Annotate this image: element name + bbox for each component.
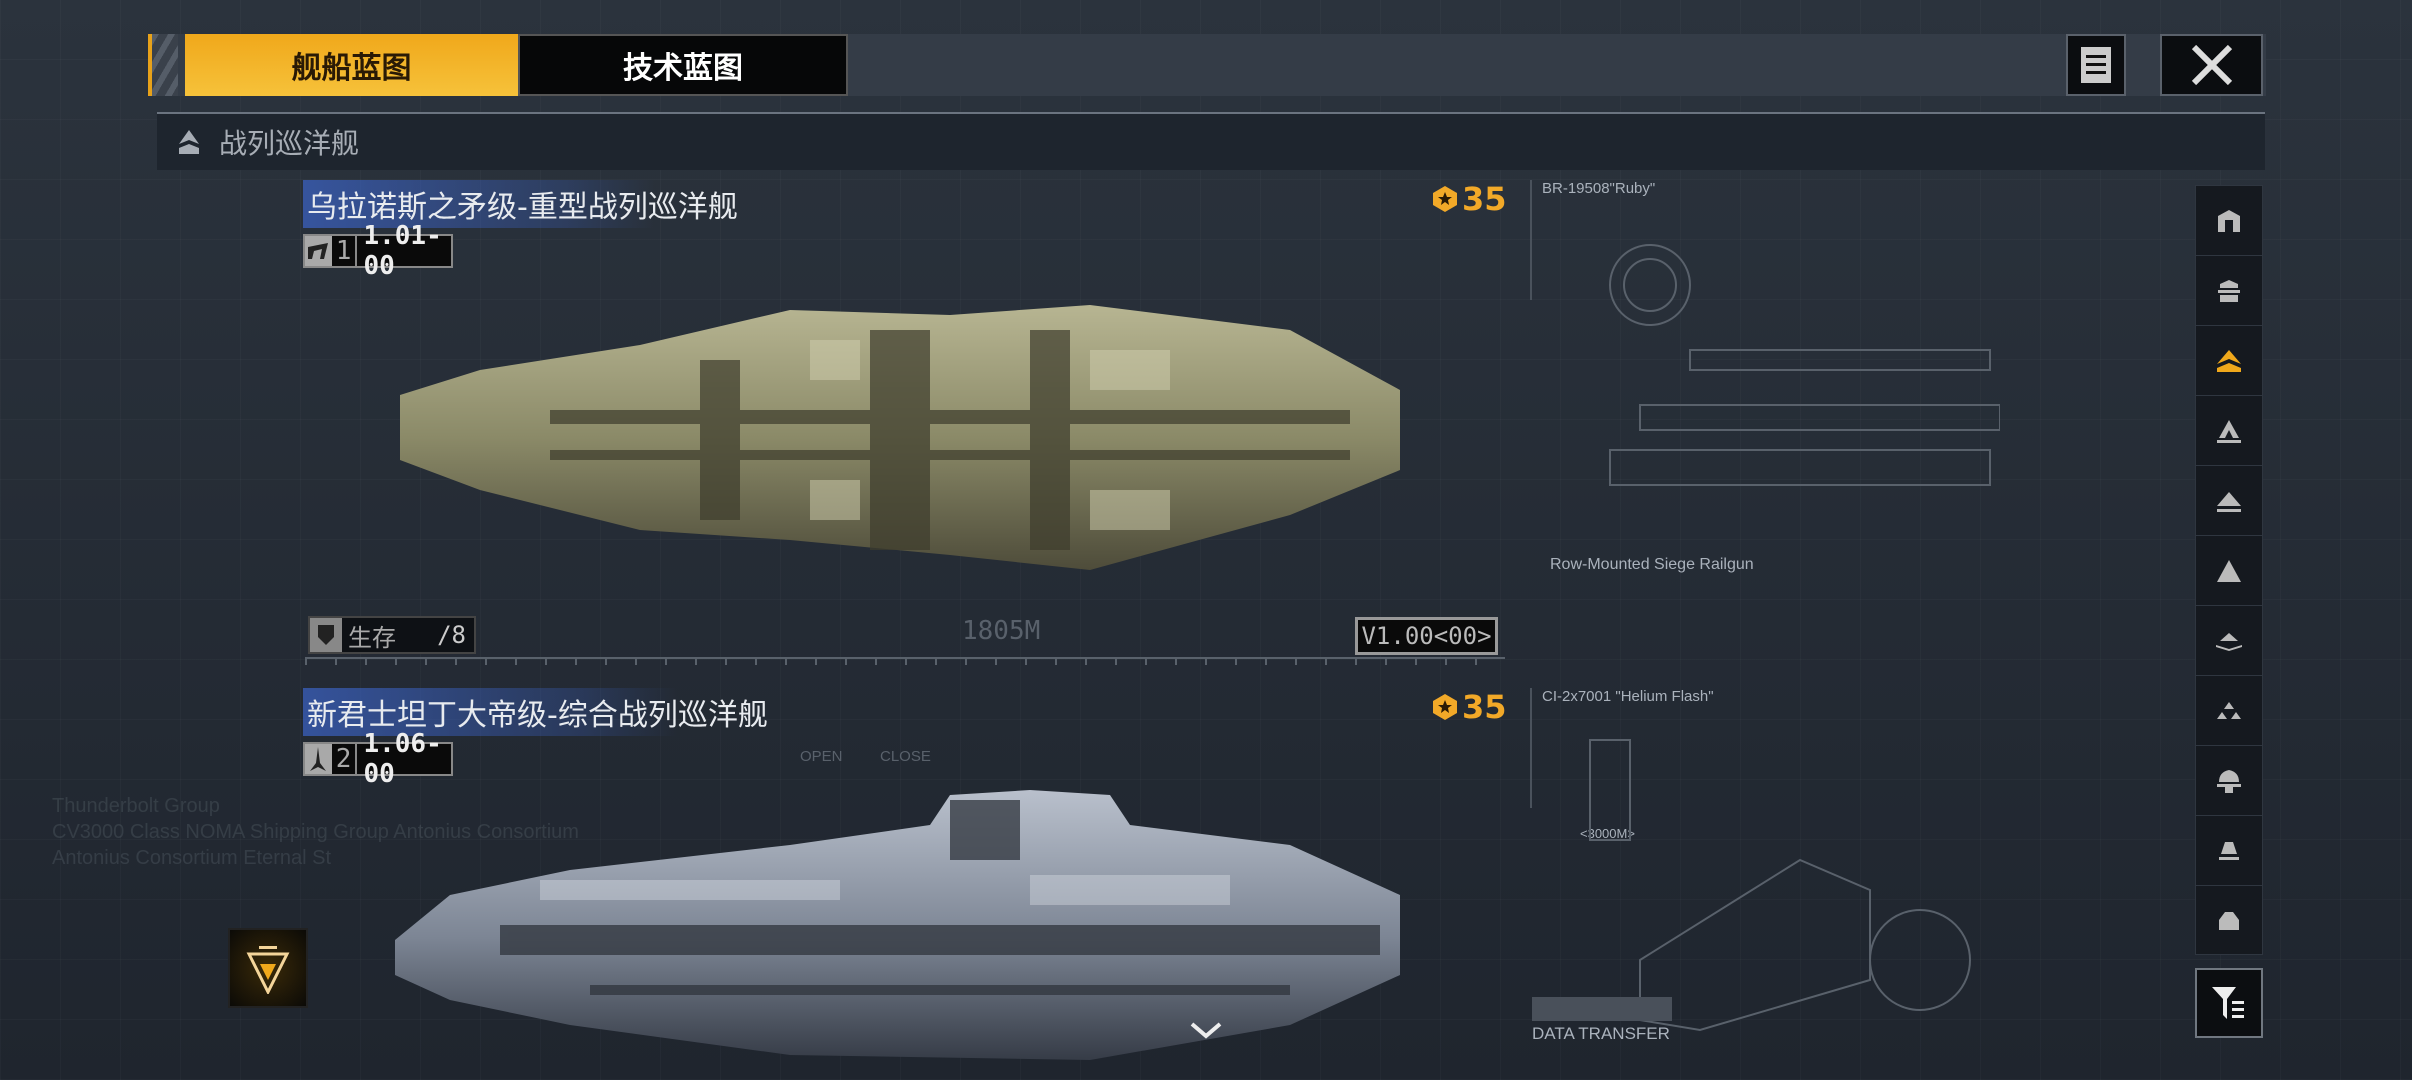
- sidebar-item-fighter-squadron[interactable]: [2196, 676, 2262, 746]
- role-count: /8: [437, 621, 466, 649]
- filter-icon: [2212, 987, 2244, 1019]
- fighter-squadron-icon: [2217, 701, 2241, 719]
- length-ruler: [305, 657, 1505, 665]
- tab-tech-blueprints[interactable]: 技术蓝图: [518, 34, 848, 96]
- faction-icon: [305, 744, 332, 774]
- cost-value: 35: [1462, 688, 1507, 726]
- fleet-indicator-button[interactable]: [228, 928, 308, 1008]
- ship-image-constantine[interactable]: [390, 785, 1410, 1065]
- sidebar-item-carrier[interactable]: [2196, 186, 2262, 256]
- filter-button[interactable]: [2195, 968, 2263, 1038]
- document-icon: [2081, 47, 2111, 83]
- weapon-schematic-2: [1589, 739, 1971, 1032]
- ship-card-2[interactable]: 新君士坦丁大帝级-综合战列巡洋舰 2 1.06-00: [303, 688, 772, 789]
- section-header: 战列巡洋舰: [157, 112, 2265, 170]
- ship-version-badge: 1 1.01-00: [303, 221, 453, 281]
- frigate-icon: [2217, 559, 2241, 582]
- ship-version: 1.01-00: [357, 221, 451, 281]
- command-point-icon: [1433, 694, 1457, 720]
- sidebar-item-frigate-carrier[interactable]: [2196, 256, 2262, 326]
- base-icon: [2219, 912, 2239, 930]
- ship-cost: 35: [1432, 180, 1507, 218]
- role-indicator: 生存 /8: [308, 616, 476, 654]
- sidebar-item-destroyer[interactable]: [2196, 466, 2262, 536]
- data-transfer-label: DATA TRANSFER: [1532, 1024, 1670, 1043]
- close-label: CLOSE: [880, 748, 931, 765]
- role-label: 生存: [348, 623, 396, 652]
- destroyer-icon: [2217, 491, 2241, 512]
- carrier-icon: [2218, 209, 2240, 232]
- command-point-icon: [1433, 186, 1457, 212]
- battlecruiser-icon: [179, 130, 199, 154]
- bg-text-line: CV3000 Class NOMA Shipping Group Antoniu…: [52, 821, 579, 843]
- ship-name: 新君士坦丁大帝级-综合战列巡洋舰: [303, 688, 772, 736]
- blueprint-version: V1.00<00>: [1355, 617, 1498, 655]
- document-button[interactable]: [2066, 34, 2126, 96]
- utility-icon: [2219, 841, 2239, 860]
- sidebar-item-auxiliary[interactable]: [2196, 746, 2262, 816]
- faction-icon: [305, 236, 332, 266]
- triangle-emblem-icon: [246, 946, 290, 994]
- close-button[interactable]: [2160, 34, 2263, 96]
- ship-version: 1.06-00: [357, 729, 451, 789]
- ship-version-badge: 2 1.06-00: [303, 729, 453, 789]
- bg-text-line: Antonius Consortium Eternal St: [52, 847, 332, 869]
- ship-length: 1805M: [962, 616, 1041, 646]
- weapon-blueprint-1: BR-19508"Ruby": [1530, 180, 1655, 300]
- cruiser-icon: [2217, 419, 2241, 443]
- ship-type-sidebar: [2195, 185, 2263, 955]
- ship-card-1[interactable]: 乌拉诺斯之矛级-重型战列巡洋舰 1 1.01-00: [303, 180, 742, 281]
- sidebar-item-base[interactable]: [2196, 886, 2262, 956]
- close-icon: [2191, 45, 2232, 85]
- weapon-schematic-1: [1609, 244, 2000, 486]
- weapon-name: Row-Mounted Siege Railgun: [1550, 556, 1754, 573]
- sidebar-item-battlecruiser[interactable]: [2196, 326, 2262, 396]
- weapon-code: BR-19508"Ruby": [1542, 180, 1656, 197]
- data-transfer-graph: [1532, 997, 1672, 1021]
- ship-tier: 1: [331, 236, 358, 266]
- battlecruiser-icon: [2217, 349, 2241, 372]
- auxiliary-icon: [2217, 769, 2241, 793]
- open-label: OPEN: [800, 748, 843, 765]
- section-title: 战列巡洋舰: [219, 127, 360, 160]
- sidebar-item-frigate[interactable]: [2196, 536, 2262, 606]
- cost-value: 35: [1462, 180, 1507, 218]
- ship-cost: 35: [1432, 688, 1507, 726]
- sidebar-item-cruiser[interactable]: [2196, 396, 2262, 466]
- ship-image-uranus-spear[interactable]: [390, 300, 1410, 580]
- shield-icon: [310, 618, 342, 652]
- bg-text-line: Thunderbolt Group: [52, 795, 220, 817]
- frigate-carrier-icon: [2218, 279, 2240, 302]
- tab-ship-blueprints[interactable]: 舰船蓝图: [185, 34, 518, 96]
- background-text: Thunderbolt Group CV3000 Class NOMA Ship…: [52, 793, 579, 871]
- tab-stripe-decoration: [148, 34, 178, 96]
- weapon-range: <3000M>: [1580, 826, 1635, 841]
- scroll-down-chevron-icon[interactable]: [1188, 1020, 1224, 1042]
- weapon-blueprint-2: CI-2x7001 "Helium Flash": [1530, 688, 1714, 808]
- sidebar-item-utility[interactable]: [2196, 816, 2262, 886]
- weapon-code: CI-2x7001 "Helium Flash": [1542, 688, 1714, 705]
- corvette-icon: [2216, 632, 2242, 651]
- ship-tier: 2: [331, 744, 358, 774]
- ship-name: 乌拉诺斯之矛级-重型战列巡洋舰: [303, 180, 742, 228]
- sidebar-item-corvette[interactable]: [2196, 606, 2262, 676]
